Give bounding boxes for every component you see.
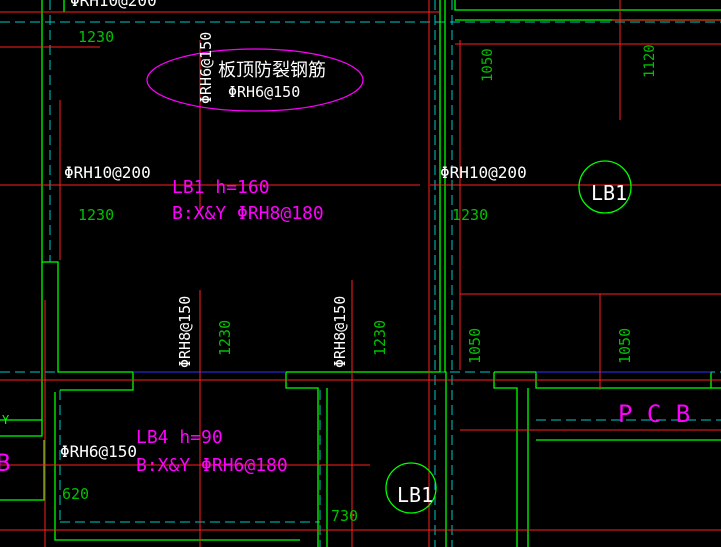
dim-1050-top: 1050 — [480, 48, 496, 82]
dim-730: 730 — [331, 507, 358, 525]
dim-1120-top: 1120 — [642, 44, 658, 78]
rebar-right-label: ΦRH10@200 — [440, 163, 527, 182]
dim-1230-mid: 1230 — [452, 206, 488, 224]
rebar-lb4-label: ΦRH6@150 — [60, 442, 137, 461]
lb4-reinf: B:X&Y ΦRH6@180 — [136, 455, 288, 476]
pcb-label: P C B — [618, 400, 690, 428]
lb1-name: LB1 h=160 — [172, 177, 270, 198]
dim-1050-vertical-2: 1050 — [616, 328, 634, 364]
rebar-left-label: ΦRH10@200 — [64, 163, 151, 182]
lb1-reinf: B:X&Y ΦRH8@180 — [172, 203, 324, 224]
dim-1230-vertical-1: 1230 — [216, 320, 234, 356]
lb1-tag-bottom: LB1 — [397, 483, 433, 507]
rebar-top-partial: ΦRH10@200 — [70, 0, 157, 10]
lb4-name: LB4 h=90 — [136, 427, 223, 448]
anticrack-spec: ΦRH6@150 — [228, 83, 300, 101]
lb1-tag-circle-right — [578, 160, 632, 214]
dim-1230-vertical-2: 1230 — [371, 320, 389, 356]
dim-1230-top: 1230 — [78, 28, 114, 46]
anticrack-spec-vertical: ΦRH6@150 — [197, 32, 215, 104]
dim-620: 620 — [62, 485, 89, 503]
dim-1050-vertical-1: 1050 — [466, 328, 484, 364]
anticrack-ellipse — [146, 48, 364, 112]
rebar-vertical-2: ΦRH8@150 — [331, 296, 349, 368]
lb1-tag-right: LB1 — [591, 181, 627, 205]
edge-b-label: B — [0, 449, 10, 477]
anticrack-title: 板顶防裂钢筋 — [218, 60, 326, 81]
lb1-tag-circle-bottom — [385, 462, 437, 514]
rebar-vertical-1: ΦRH8@150 — [176, 296, 194, 368]
edge-y-label: Y — [2, 413, 10, 427]
dim-1230-left: 1230 — [78, 206, 114, 224]
